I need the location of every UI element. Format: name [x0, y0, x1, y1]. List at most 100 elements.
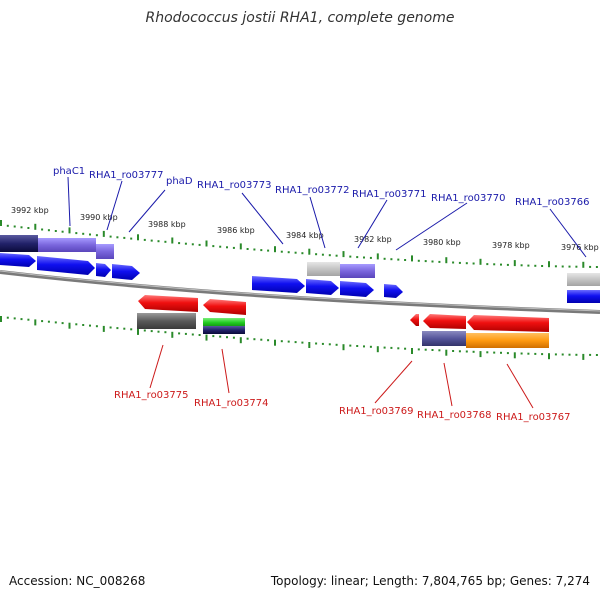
minor-tick: [458, 261, 461, 264]
gene-arrow[interactable]: [112, 264, 140, 280]
gene-arrow[interactable]: [384, 284, 403, 298]
gene-feature[interactable]: [307, 262, 340, 276]
major-tick: [239, 337, 242, 344]
major-tick: [376, 346, 379, 353]
minor-tick: [150, 330, 153, 333]
gene-arrow[interactable]: [252, 276, 305, 293]
gene-arrow[interactable]: [423, 314, 466, 329]
major-tick: [34, 223, 37, 230]
gene-label[interactable]: phaC1: [53, 166, 85, 177]
bottom-tick-row: [0, 316, 598, 360]
gene-arrow[interactable]: [410, 314, 419, 326]
minor-tick: [178, 332, 181, 335]
gene-arrow[interactable]: [96, 263, 111, 277]
major-tick: [308, 248, 311, 255]
gene-feature[interactable]: [466, 333, 549, 348]
minor-tick: [390, 346, 393, 349]
gene-arrow[interactable]: [0, 253, 36, 267]
minor-tick: [520, 264, 523, 267]
gene-feature[interactable]: [203, 318, 245, 327]
minor-tick: [143, 329, 146, 332]
gene-label[interactable]: RHA1_ro03777: [89, 170, 164, 181]
gene-feature[interactable]: [203, 326, 245, 334]
gene-arrow[interactable]: [203, 299, 246, 315]
gene-arrow[interactable]: [306, 279, 339, 295]
major-tick: [445, 349, 448, 356]
minor-tick: [534, 352, 537, 355]
minor-tick: [472, 350, 475, 353]
gene-label[interactable]: RHA1_ro03775: [114, 390, 189, 401]
gene-label[interactable]: RHA1_ro03773: [197, 180, 272, 191]
major-tick: [411, 255, 413, 262]
major-tick: [582, 353, 585, 360]
minor-tick: [61, 322, 64, 325]
minor-tick: [568, 265, 571, 268]
top-leader-lines: [67, 176, 587, 258]
gene-label[interactable]: phaD: [166, 176, 193, 187]
tick-label: 3976 kbp: [561, 243, 599, 252]
gene-feature[interactable]: [340, 264, 375, 278]
tick-label: 3992 kbp: [11, 206, 49, 215]
gene-label[interactable]: RHA1_ro03772: [275, 185, 350, 196]
minor-tick: [143, 238, 146, 241]
minor-tick: [198, 243, 201, 246]
minor-tick: [13, 317, 16, 320]
minor-tick: [452, 350, 455, 352]
minor-tick: [95, 325, 98, 328]
minor-tick: [404, 259, 407, 261]
major-tick: [582, 261, 585, 268]
gene-label[interactable]: RHA1_ro03766: [515, 197, 590, 208]
gene-label[interactable]: RHA1_ro03767: [496, 412, 571, 423]
minor-tick: [47, 320, 50, 323]
gene-label[interactable]: RHA1_ro03770: [431, 193, 506, 204]
major-tick: [513, 352, 516, 359]
minor-tick: [253, 248, 256, 251]
major-tick: [274, 246, 276, 253]
gene-feature[interactable]: [567, 290, 600, 303]
minor-tick: [260, 249, 263, 252]
gene-arrow[interactable]: [467, 315, 549, 332]
gene-feature[interactable]: [0, 235, 38, 252]
minor-tick: [356, 345, 359, 347]
gene-label[interactable]: RHA1_ro03769: [339, 406, 414, 417]
minor-tick: [130, 237, 133, 240]
major-tick: [548, 261, 550, 268]
minor-tick: [486, 351, 489, 354]
major-tick: [274, 339, 276, 346]
gene-label[interactable]: RHA1_ro03771: [352, 189, 427, 200]
minor-tick: [116, 236, 119, 239]
minor-tick: [493, 263, 496, 266]
genome-backbone: [0, 270, 600, 314]
minor-tick: [589, 265, 592, 268]
forward-genes: [0, 235, 600, 303]
gene-feature[interactable]: [38, 238, 96, 252]
major-tick: [171, 331, 174, 338]
minor-tick: [383, 257, 386, 260]
gene-feature[interactable]: [567, 273, 600, 286]
minor-tick: [212, 335, 215, 338]
major-tick: [137, 234, 139, 241]
accession-text: Accession: NC_008268: [9, 574, 146, 588]
minor-tick: [554, 353, 557, 356]
minor-tick: [157, 240, 160, 243]
minor-tick: [315, 342, 318, 345]
gene-feature[interactable]: [422, 331, 466, 346]
gene-feature[interactable]: [137, 313, 196, 329]
gene-label[interactable]: RHA1_ro03768: [417, 410, 492, 421]
minor-tick: [321, 342, 324, 345]
gene-feature[interactable]: [96, 244, 114, 259]
minor-tick: [267, 339, 270, 342]
major-tick: [0, 220, 2, 226]
minor-tick: [438, 260, 441, 263]
minor-tick: [294, 251, 297, 254]
gene-arrow[interactable]: [138, 295, 198, 312]
gene-arrow[interactable]: [37, 256, 95, 275]
minor-tick: [472, 262, 475, 265]
minor-tick: [41, 228, 44, 231]
tick-label: 3980 kbp: [423, 238, 461, 247]
gene-label[interactable]: RHA1_ro03774: [194, 398, 269, 409]
gene-arrow[interactable]: [340, 281, 374, 297]
minor-tick: [123, 236, 126, 239]
minor-tick: [61, 230, 64, 233]
